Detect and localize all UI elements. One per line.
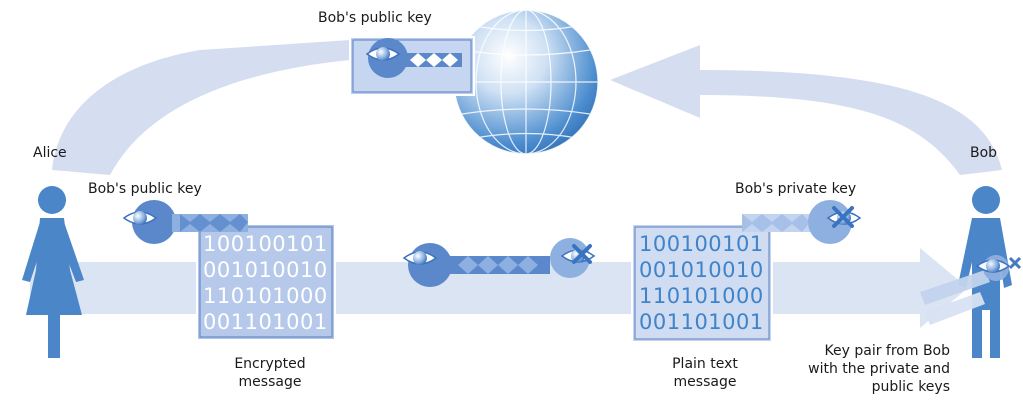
plain-message-line: Plain text [672,356,738,372]
plain-message-label: Plain text message [660,355,750,391]
right-arc-arrow [610,45,1002,175]
alice-public-key-icon [123,200,248,244]
encrypted-bit-row: 110101000 [203,284,328,308]
plain-bit-row: 001101001 [639,310,764,334]
plain-message-line: message [673,374,737,390]
top-key-label: Bob's public key [318,10,432,26]
encrypted-bits: 100100101 001010010 110101000 001101001 [203,231,328,335]
middle-key-icon [403,238,595,287]
encrypted-bit-row: 001101001 [203,310,328,334]
alice-label: Alice [33,145,67,161]
plain-message-box [631,223,773,343]
encrypted-bit-row: 001010010 [203,258,328,282]
encrypted-message-label: Encrypted message [225,355,315,391]
bob-private-key-label: Bob's private key [735,181,857,197]
bob-figure [958,186,1012,358]
alice-key-label: Bob's public key [88,181,202,197]
bob-label: Bob [970,145,998,161]
public-key-card [349,36,475,96]
key-pair-label: Key pair from Bob with the private and p… [800,342,950,396]
left-arc-arrow [52,40,350,175]
bob-private-key-icon [742,200,861,244]
plain-bit-row: 001010010 [639,258,764,282]
globe-icon [453,9,599,155]
key-pair-line: with the private and [808,361,950,377]
key-pair-line: public keys [871,379,950,395]
encrypted-message-line: Encrypted [234,356,306,372]
plain-bit-row: 110101000 [639,284,764,308]
plain-bits: 100100101 001010010 110101000 001101001 [639,231,764,335]
key-pair-line: Key pair from Bob [824,343,950,359]
plain-bit-row: 100100101 [639,232,764,256]
alice-figure [22,186,84,358]
encrypted-message-box [196,223,336,341]
key-pair-icon [920,255,1022,325]
encrypted-bit-row: 100100101 [203,232,328,256]
encrypted-message-line: message [238,374,302,390]
